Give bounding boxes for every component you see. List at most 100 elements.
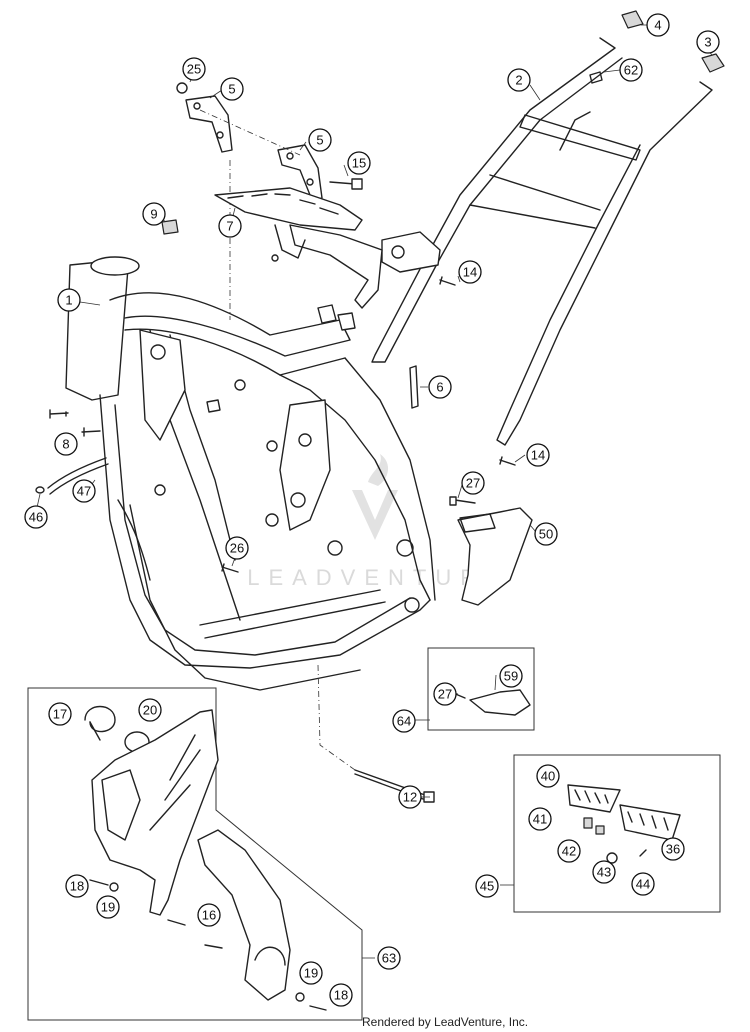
callout-41: 41 — [528, 807, 552, 831]
svg-text:5: 5 — [316, 133, 323, 148]
bolt-62 — [589, 71, 603, 84]
callout-27-box: 27 — [433, 682, 457, 706]
svg-text:45: 45 — [480, 879, 494, 894]
callout-45: 45 — [475, 874, 499, 898]
callout-12: 12 — [398, 785, 422, 809]
callout-5-upper: 5 — [220, 77, 244, 101]
svg-text:47: 47 — [77, 484, 91, 499]
callout-14-lower: 14 — [526, 443, 550, 467]
callout-62: 62 — [619, 58, 643, 82]
subframe-end-cap-right — [701, 53, 725, 73]
callout-42: 42 — [557, 839, 581, 863]
svg-text:27: 27 — [438, 687, 452, 702]
svg-text:36: 36 — [666, 842, 680, 857]
callout-27-upper: 27 — [461, 471, 485, 495]
callout-50: 50 — [534, 522, 558, 546]
callout-3: 3 — [696, 30, 720, 54]
strap-6 — [409, 365, 419, 409]
callout-18-left: 18 — [65, 874, 89, 898]
callout-17: 17 — [48, 702, 72, 726]
engine-brackets — [176, 82, 363, 320]
svg-text:2: 2 — [515, 73, 522, 88]
svg-text:44: 44 — [636, 877, 650, 892]
svg-text:59: 59 — [504, 669, 518, 684]
svg-text:63: 63 — [382, 951, 396, 966]
svg-text:6: 6 — [436, 380, 443, 395]
svg-text:43: 43 — [597, 865, 611, 880]
bolt-14-upper — [439, 276, 456, 286]
bolt-12 — [317, 664, 435, 803]
watermark: LEADVENTURE — [247, 454, 509, 590]
svg-text:16: 16 — [202, 908, 216, 923]
svg-text:46: 46 — [29, 510, 43, 525]
svg-text:14: 14 — [463, 265, 477, 280]
svg-text:17: 17 — [53, 707, 67, 722]
callout-44: 44 — [631, 872, 655, 896]
callout-19-right: 19 — [299, 961, 323, 985]
callout-19-left: 19 — [96, 895, 120, 919]
bolts-8 — [49, 409, 101, 437]
plug-9 — [161, 219, 179, 235]
svg-text:19: 19 — [304, 966, 318, 981]
callout-43: 43 — [592, 860, 616, 884]
bolt-26 — [221, 563, 239, 573]
svg-text:9: 9 — [150, 207, 157, 222]
callout-36: 36 — [661, 837, 685, 861]
bolt-14-lower — [499, 456, 516, 466]
svg-text:40: 40 — [541, 769, 555, 784]
callout-63: 63 — [377, 946, 401, 970]
callout-16: 16 — [197, 903, 221, 927]
callout-7: 7 — [218, 214, 242, 238]
svg-text:64: 64 — [397, 714, 411, 729]
svg-text:18: 18 — [334, 988, 348, 1003]
svg-text:1: 1 — [65, 293, 72, 308]
svg-text:26: 26 — [230, 541, 244, 556]
svg-text:14: 14 — [531, 448, 545, 463]
callout-1: 1 — [57, 288, 81, 312]
svg-text:3: 3 — [704, 35, 711, 50]
callout-46: 46 — [24, 505, 48, 529]
svg-text:62: 62 — [624, 63, 638, 78]
svg-text:15: 15 — [352, 156, 366, 171]
svg-text:41: 41 — [533, 812, 547, 827]
svg-text:20: 20 — [143, 703, 157, 718]
callout-8: 8 — [54, 432, 78, 456]
callout-47: 47 — [72, 479, 96, 503]
callout-2: 2 — [507, 68, 531, 92]
group-45 — [500, 754, 721, 913]
svg-text:12: 12 — [403, 790, 417, 805]
callout-14-upper: 14 — [458, 260, 482, 284]
callout-6: 6 — [428, 375, 452, 399]
watermark-text: LEADVENTURE — [247, 565, 509, 590]
group-64 — [414, 647, 535, 731]
subframe-end-cap-left — [621, 10, 644, 29]
callout-59: 59 — [499, 664, 523, 688]
svg-text:19: 19 — [101, 900, 115, 915]
svg-text:18: 18 — [70, 879, 84, 894]
svg-text:42: 42 — [562, 844, 576, 859]
footer-credit: Rendered by LeadVenture, Inc. — [362, 1015, 528, 1029]
main-frame — [65, 256, 436, 691]
callout-25: 25 — [182, 57, 206, 81]
hose-47 — [35, 457, 109, 495]
bracket-50 — [449, 496, 533, 606]
callout-15: 15 — [347, 151, 371, 175]
svg-text:50: 50 — [539, 527, 553, 542]
svg-text:8: 8 — [62, 437, 69, 452]
callout-18-right: 18 — [329, 983, 353, 1007]
callouts: 1 2 3 4 5 5 6 7 8 9 12 14 14 15 16 17 18… — [24, 13, 720, 1007]
callout-40: 40 — [536, 764, 560, 788]
frame-protector-7 — [214, 187, 383, 309]
svg-text:25: 25 — [187, 62, 201, 77]
callout-4: 4 — [646, 13, 670, 37]
callout-5-lower: 5 — [308, 128, 332, 152]
svg-text:4: 4 — [654, 18, 661, 33]
svg-text:7: 7 — [226, 219, 233, 234]
svg-text:5: 5 — [228, 82, 235, 97]
subframe — [371, 37, 713, 446]
group-63 — [27, 687, 375, 1021]
svg-text:27: 27 — [466, 476, 480, 491]
callout-20: 20 — [138, 698, 162, 722]
callout-9: 9 — [142, 202, 166, 226]
